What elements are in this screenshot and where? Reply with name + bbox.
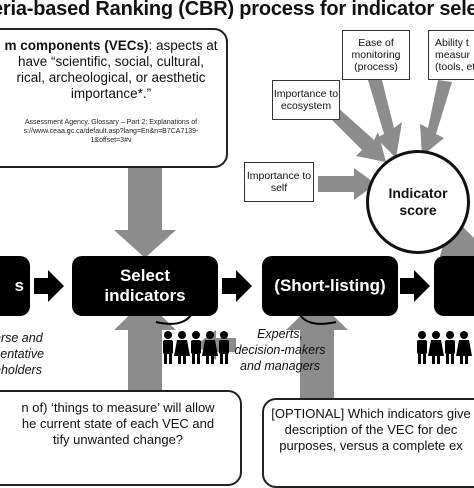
question-right-line2: description of the VEC for dec [284, 422, 458, 437]
question-right-line1: [OPTIONAL] Which indicators give [271, 406, 471, 421]
indicator-score-line1: Indicator [388, 185, 448, 201]
stakeholders-line1: erse and [0, 331, 43, 345]
vec-reference-line3: 1&offset=3#v [90, 137, 132, 144]
criterion-ability-to-measure: Ability t measur (tools, et [428, 30, 474, 80]
step-short-listing: (Short-listing) [262, 256, 398, 316]
experts-text: Experts, decision-makers and managers [232, 326, 328, 374]
people-group-icon-right [417, 331, 472, 364]
arrow-vec-down [114, 164, 176, 258]
criterion-ease-of-monitoring: Ease of monitoring (process) [342, 30, 410, 80]
step-select-indicators: Select indicators [72, 256, 218, 316]
vec-heading: m components (VECs) [4, 38, 149, 53]
step-box-left: s [0, 256, 30, 316]
arrow-black-1 [34, 270, 64, 302]
arrow-black-2 [222, 270, 252, 302]
step-box-right [434, 256, 474, 316]
question-box-right: [OPTIONAL] Which indicators give descrip… [262, 398, 474, 488]
diagram-title: eria-based Ranking (CBR) process for ind… [0, 0, 474, 20]
experts-line3: and managers [240, 359, 320, 373]
question-left-line1: n of) ‘things to measure’ will allow [21, 400, 215, 415]
experts-line1: Experts, [257, 327, 303, 341]
arrow-self-to-score [318, 168, 376, 200]
question-left-line3: tify unwanted change? [52, 432, 184, 447]
arrow-black-3 [400, 270, 430, 302]
experts-line2: decision-makers [234, 343, 326, 357]
criterion-importance-ecosystem: Importance to ecosystem [272, 80, 340, 120]
indicator-score-line2: score [399, 202, 437, 218]
vec-definition-text: m components (VECs): aspects at have “sc… [4, 38, 218, 102]
question-box-left: n of) ‘things to measure’ will allow he … [0, 390, 242, 486]
arrow-ecosystem-to-score [330, 106, 386, 162]
question-right-line3: purposes, versus a complete ex [279, 438, 463, 453]
vec-body: : aspects at have “scientific, social, c… [16, 38, 218, 101]
vec-reference-line2: s://www.ceaa.gc.ca/default.asp?lang=En&n… [23, 128, 199, 135]
stakeholders-line2: sentative [0, 347, 45, 361]
vec-reference-line1: Assessment Agency. Glossary – Part 2: Ex… [24, 119, 198, 126]
select-line1: Select [119, 266, 171, 285]
indicator-score-circle: Indicator score [366, 150, 470, 254]
criterion-importance-self: Importance to self [244, 162, 314, 202]
select-line2: indicators [104, 286, 186, 305]
vec-reference: Assessment Agency. Glossary – Part 2: Ex… [4, 118, 218, 145]
people-group-icon [163, 331, 229, 364]
question-left-line2: he current state of each VEC and [21, 416, 215, 431]
arrow-ability-to-score [420, 80, 452, 156]
vec-definition-box [0, 28, 228, 168]
